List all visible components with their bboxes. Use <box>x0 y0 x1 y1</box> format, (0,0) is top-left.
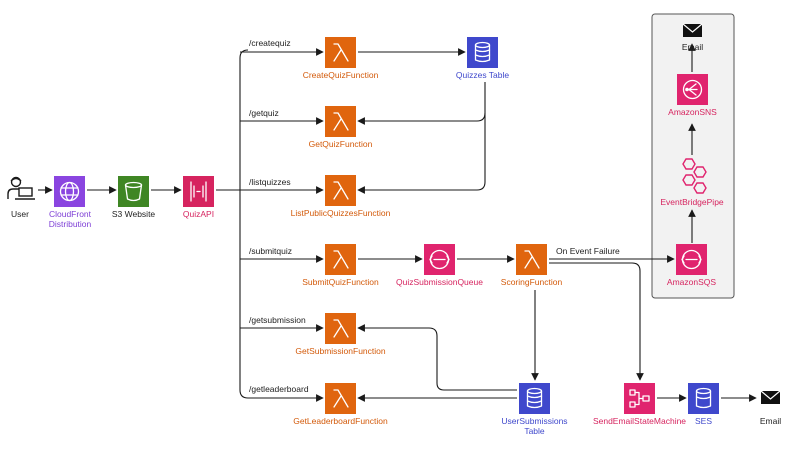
list-public-label: ListPublicQuizzesFunction <box>291 208 391 218</box>
dlq-email-group <box>651 13 735 299</box>
get-quiz-label: GetQuizFunction <box>309 139 373 149</box>
submit-quiz-icon-box <box>325 244 356 275</box>
get-quiz-icon-box <box>325 106 356 137</box>
scoring-label: ScoringFunction <box>501 277 563 287</box>
ses-label: SES <box>695 416 712 426</box>
quizapi-label: QuizAPI <box>183 209 214 219</box>
route-getsubmission: /getsubmission <box>249 315 306 325</box>
lambda-icon <box>333 181 349 200</box>
node-s3-website[interactable]: S3 Website <box>112 176 156 219</box>
api-gateway-icon <box>190 181 207 202</box>
sqs-icon <box>681 249 702 270</box>
scoring-icon-box <box>516 244 547 275</box>
edge-api-trunk <box>239 49 249 399</box>
submission-queue-label: QuizSubmissionQueue <box>396 277 483 287</box>
quizzes-table-icon-box <box>467 37 498 68</box>
cloudfront-icon-box <box>54 176 85 207</box>
node-scoring-function[interactable]: ScoringFunction <box>501 244 563 287</box>
email-bottom-label: Email <box>760 416 781 426</box>
create-quiz-icon-box <box>325 37 356 68</box>
lambda-icon <box>333 319 349 338</box>
envelope-icon <box>760 390 781 404</box>
node-user-submissions-table[interactable]: UserSubmissions Table <box>501 383 568 436</box>
node-ses[interactable]: SES <box>688 383 719 426</box>
annotation-on-event-failure: On Event Failure <box>556 246 620 256</box>
get-leaderboard-label: GetLeaderboardFunction <box>293 416 388 426</box>
eventbridge-pipe-icon <box>682 158 707 194</box>
amazon-sqs-label: AmazonSQS <box>667 277 716 287</box>
email-top-label: Email <box>682 42 703 52</box>
get-submission-icon-box <box>325 313 356 344</box>
node-list-public-quizzes-function[interactable]: ListPublicQuizzesFunction <box>291 175 391 218</box>
node-amazon-sns[interactable]: AmazonSNS <box>668 74 717 117</box>
user-label: User <box>11 209 29 219</box>
user-submissions-label-line2: Table <box>524 426 545 436</box>
sqs-icon <box>429 249 450 270</box>
route-labels: /createquiz /getquiz /listquizzes /submi… <box>249 38 620 394</box>
user-laptop-icon <box>7 176 35 200</box>
node-quiz-submission-queue[interactable]: QuizSubmissionQueue <box>396 244 483 287</box>
node-get-leaderboard-function[interactable]: GetLeaderboardFunction <box>293 383 388 426</box>
lambda-icon <box>333 112 349 131</box>
route-submitquiz: /submitquiz <box>249 246 292 256</box>
node-email-top[interactable]: Email <box>682 23 703 52</box>
route-listquizzes: /listquizzes <box>249 177 291 187</box>
node-create-quiz-function[interactable]: CreateQuizFunction <box>303 37 379 80</box>
node-user[interactable]: User <box>7 176 35 220</box>
cloudfront-label-line1: CloudFront <box>49 209 92 219</box>
user-submissions-label-line1: UserSubmissions <box>501 416 567 426</box>
get-submission-label: GetSubmissionFunction <box>295 346 386 356</box>
node-email-bottom[interactable]: Email <box>760 390 781 426</box>
node-get-quiz-function[interactable]: GetQuizFunction <box>309 106 373 149</box>
edge-usersubmissions-getsubmission <box>357 324 517 391</box>
step-functions-icon <box>629 389 650 408</box>
node-amazon-sqs[interactable]: AmazonSQS <box>667 244 716 287</box>
node-quizzes-table[interactable]: Quizzes Table <box>456 37 510 80</box>
envelope-icon <box>682 23 703 37</box>
edge-quizzestable-listpublic <box>357 113 486 194</box>
cloudfront-globe-icon <box>59 181 80 202</box>
node-send-email-state-machine[interactable]: SendEmailStateMachine <box>593 383 686 426</box>
s3-label: S3 Website <box>112 209 156 219</box>
amazon-sns-label: AmazonSNS <box>668 107 717 117</box>
route-getleaderboard: /getleaderboard <box>249 384 309 394</box>
node-submit-quiz-function[interactable]: SubmitQuizFunction <box>302 244 379 287</box>
lambda-icon <box>333 250 349 269</box>
create-quiz-label: CreateQuizFunction <box>303 70 379 80</box>
route-getquiz: /getquiz <box>249 108 279 118</box>
route-createquiz: /createquiz <box>249 38 291 48</box>
node-cloudfront[interactable]: CloudFront Distribution <box>49 176 92 229</box>
edge-scoring-stepfunctions <box>549 262 644 381</box>
dynamodb-icon <box>474 41 491 63</box>
state-machine-label: SendEmailStateMachine <box>593 416 686 426</box>
node-get-submission-function[interactable]: GetSubmissionFunction <box>295 313 386 356</box>
s3-icon-box <box>118 176 149 207</box>
lambda-icon <box>333 389 349 408</box>
sns-icon <box>682 79 703 100</box>
edge-quizzestable-getquiz <box>357 82 486 125</box>
node-eventbridge-pipe[interactable]: EventBridgePipe <box>660 158 724 207</box>
list-public-icon-box <box>325 175 356 206</box>
node-quizapi[interactable]: QuizAPI <box>183 176 214 219</box>
cloudfront-label-line2: Distribution <box>49 219 92 229</box>
edges <box>38 43 757 402</box>
user-submissions-icon-box <box>519 383 550 414</box>
eventbridge-pipe-label: EventBridgePipe <box>660 197 724 207</box>
quizzes-table-label: Quizzes Table <box>456 70 510 80</box>
lambda-icon <box>524 250 540 269</box>
get-leaderboard-icon-box <box>325 383 356 414</box>
s3-bucket-icon <box>124 181 143 202</box>
submit-quiz-label: SubmitQuizFunction <box>302 277 379 287</box>
lambda-icon <box>333 43 349 62</box>
dynamodb-icon <box>526 387 543 409</box>
ses-icon <box>695 387 712 409</box>
